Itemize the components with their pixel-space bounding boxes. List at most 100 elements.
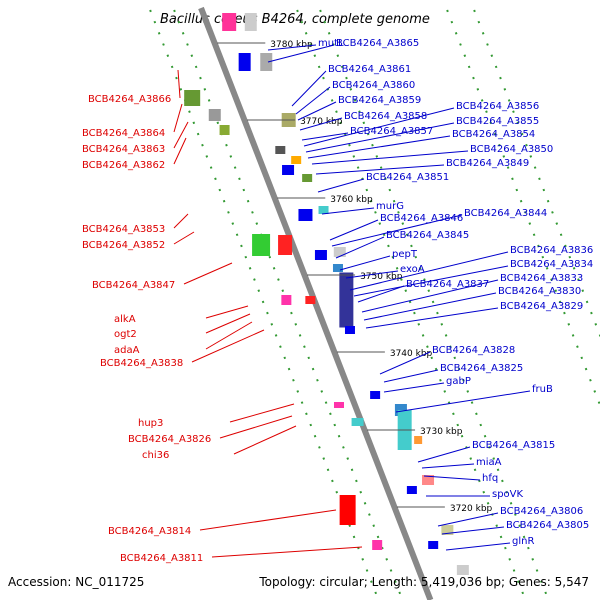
leader-line-right xyxy=(445,542,511,551)
gene-feature xyxy=(302,174,313,182)
gene-label-left: BCB4264_A3814 xyxy=(108,526,191,537)
leader-line-right xyxy=(361,279,499,313)
leader-line-right xyxy=(383,382,445,393)
leader-line-right xyxy=(295,86,331,115)
leader-line-left xyxy=(173,213,189,229)
gene-feature xyxy=(314,250,327,260)
gene-label-right: BCB4264_A3860 xyxy=(332,80,415,91)
leader-line-left xyxy=(229,403,295,423)
gene-label-left: BCB4264_A3864 xyxy=(82,128,165,139)
leader-line-right xyxy=(299,117,343,131)
gene-feature xyxy=(252,234,271,256)
tick-label: 3730 kbp xyxy=(420,427,463,437)
gene-label-left: adaA xyxy=(114,345,140,356)
gene-feature xyxy=(428,541,439,549)
accession-label: Accession: NC_011725 xyxy=(8,575,145,589)
gene-feature xyxy=(291,156,302,164)
gene-label-right: BCB4264_A3845 xyxy=(386,230,469,241)
gene-feature xyxy=(333,247,346,257)
gene-label-right: BCB4264_A3815 xyxy=(472,440,555,451)
gene-feature xyxy=(441,525,454,535)
gene-feature xyxy=(275,146,286,154)
gene-label-left: alkA xyxy=(114,314,136,325)
gene-label-left: ogt2 xyxy=(114,329,137,340)
leader-line-left xyxy=(205,313,251,334)
gene-feature xyxy=(351,418,364,426)
leader-line-left xyxy=(219,415,293,439)
leader-line-right xyxy=(297,101,337,121)
gene-feature xyxy=(339,272,354,328)
leader-line-right xyxy=(303,107,455,147)
leader-line-right xyxy=(421,463,475,469)
leader-line-right xyxy=(365,307,499,329)
gene-label-right: spoVK xyxy=(492,489,524,500)
gene-label-right: hfq xyxy=(482,473,498,484)
gene-feature xyxy=(333,402,344,408)
tick-label: 3720 kbp xyxy=(450,504,493,514)
gene-label-right: miaA xyxy=(476,457,502,468)
gene-label-left: BCB4264_A3863 xyxy=(82,144,165,155)
gene-label-right: BCB4264_A3805 xyxy=(506,520,589,531)
leader-line-right xyxy=(363,292,497,321)
gene-feature xyxy=(184,90,201,106)
backbone-line xyxy=(198,6,434,600)
gene-label-left: hup3 xyxy=(138,418,163,429)
gene-feature xyxy=(238,53,251,71)
gene-label-right: exoA xyxy=(400,264,425,275)
leader-line-left xyxy=(233,425,297,455)
leader-line-right xyxy=(307,135,451,159)
gene-feature xyxy=(456,565,469,575)
leader-line-right xyxy=(331,214,463,247)
gene-feature xyxy=(219,125,230,135)
gene-label-right: BCB4264_A3857 xyxy=(350,126,433,137)
leader-line-left xyxy=(205,321,253,350)
tick-label: 3780 kbp xyxy=(270,40,313,50)
gene-label-left: chi36 xyxy=(142,450,169,461)
gene-feature xyxy=(244,13,257,31)
gene-label-right: BCB4264_A3846 xyxy=(380,213,463,224)
gene-label-left: BCB4264_A3811 xyxy=(120,553,203,564)
leader-line-left xyxy=(173,121,189,149)
gene-feature xyxy=(406,486,417,494)
gene-feature xyxy=(372,540,383,550)
gene-label-right: BCB4264_A3854 xyxy=(452,129,535,140)
leader-line-left xyxy=(199,509,337,531)
gene-feature xyxy=(422,475,435,485)
gene-label-right: glnR xyxy=(512,536,534,547)
leader-line-right xyxy=(315,164,445,175)
leader-line-right xyxy=(345,270,399,279)
leader-line-left xyxy=(183,262,233,285)
gene-label-left: BCB4264_A3838 xyxy=(100,358,183,369)
gene-feature xyxy=(208,109,221,121)
gene-label-right: BCB4264_A3865 xyxy=(336,38,419,49)
gene-feature xyxy=(305,296,316,304)
gene-feature xyxy=(260,53,273,71)
leader-line-right xyxy=(339,255,391,271)
gene-label-right: BCB4264_A3830 xyxy=(498,286,581,297)
gene-label-right: BCB4264_A3806 xyxy=(500,506,583,517)
leader-line-left xyxy=(173,231,195,245)
gene-label-right: murG xyxy=(376,201,404,212)
gene-label-right: BCB4264_A3834 xyxy=(510,259,593,270)
gene-label-left: BCB4264_A3866 xyxy=(88,94,171,105)
gene-feature xyxy=(339,495,356,525)
gene-label-left: BCB4264_A3852 xyxy=(82,240,165,251)
gene-label-right: BCB4264_A3837 xyxy=(406,279,489,290)
gene-label-right: BCB4264_A3836 xyxy=(510,245,593,256)
gene-feature xyxy=(282,165,295,175)
leader-line-right xyxy=(317,178,365,193)
gene-feature xyxy=(278,235,293,255)
gene-label-right: BCB4264_A3844 xyxy=(464,208,547,219)
gene-label-right: BCB4264_A3856 xyxy=(456,101,539,112)
gene-feature xyxy=(298,209,313,221)
gene-label-right: BCB4264_A3849 xyxy=(446,158,529,169)
gene-label-right: BCB4264_A3850 xyxy=(470,144,553,155)
gene-label-right: BCB4264_A3858 xyxy=(344,111,427,122)
gene-label-right: BCB4264_A3828 xyxy=(432,345,515,356)
genome-info-label: Topology: circular; Length: 5,419,036 bp… xyxy=(259,575,589,589)
leader-line-left xyxy=(191,329,265,363)
leader-line-left xyxy=(211,546,363,558)
leader-line-right xyxy=(349,251,509,291)
leader-line-right xyxy=(329,219,379,241)
